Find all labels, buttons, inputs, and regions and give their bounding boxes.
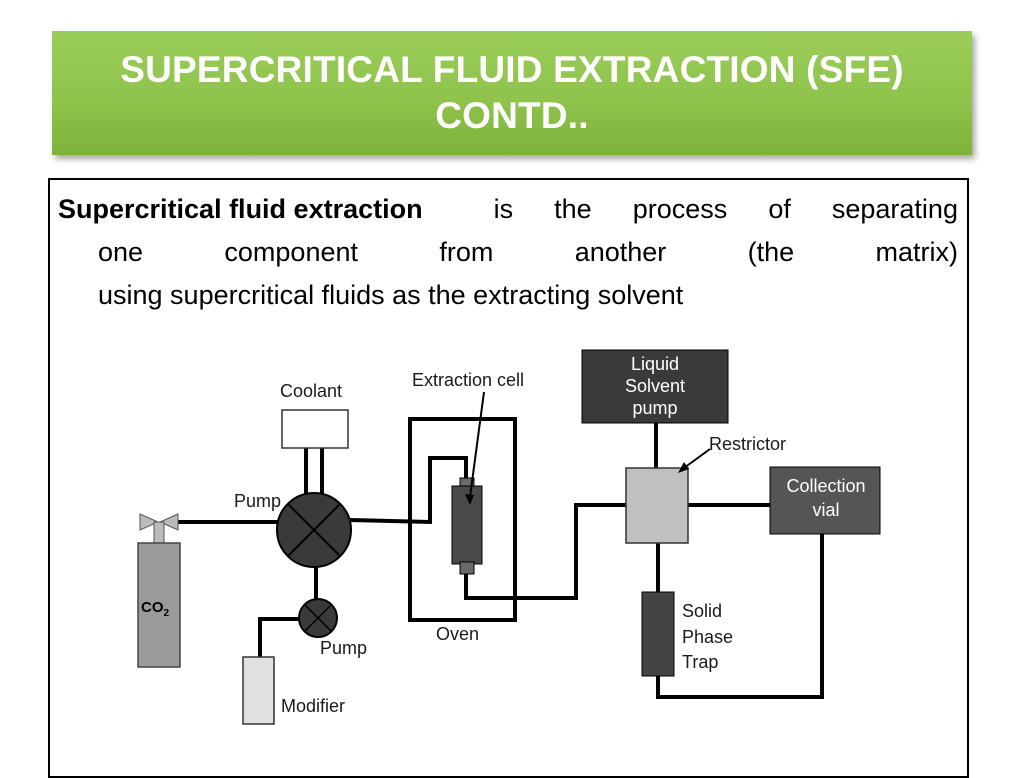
pipe-trap-to-collection (656, 532, 824, 699)
definition-word: one (98, 237, 144, 267)
definition-word: (the (747, 237, 795, 267)
restrictor-arrow (678, 448, 711, 473)
collection-label-line-1: Collection (786, 476, 865, 496)
definition-word: separating (831, 194, 958, 224)
definition-line-1: Supercritical fluid extraction is the pr… (58, 188, 958, 231)
trap-label-line-1: Solid (682, 601, 722, 621)
pipe-network (178, 421, 824, 699)
collection-label-line-2: vial (812, 500, 839, 520)
coolant-label: Coolant (280, 381, 342, 401)
coolant-box (281, 409, 349, 449)
liquid-pump-label-line-3: pump (632, 398, 677, 418)
liquid-pump-label-line-2: Solvent (625, 376, 685, 396)
co2-label: CO2 (141, 599, 170, 619)
modifier-label: Modifier (281, 696, 345, 716)
modifier-pump-label: Pump (320, 638, 367, 658)
definition-word: from (439, 237, 494, 267)
co2-label-subscript: 2 (164, 608, 170, 619)
pipe-modifier-pump-to-modifier (258, 617, 302, 658)
restrictor-label: Restrictor (709, 434, 786, 454)
definition-word: the (554, 194, 592, 224)
definition-word: of (768, 194, 791, 224)
trap-label-line-3: Trap (682, 652, 718, 672)
definition-word: process (632, 194, 728, 224)
solid-phase-trap-box (641, 591, 675, 677)
extraction-cell (451, 477, 483, 575)
pipe-pump-to-cell (347, 456, 468, 525)
definition-line-3: using supercritical fluids as the extrac… (98, 280, 684, 310)
definition-word: another (574, 237, 667, 267)
definition-word: component (224, 237, 358, 267)
page-title-line-2: CONTD.. (435, 95, 589, 136)
main-pump-label: Pump (234, 491, 281, 511)
modifier-pump (298, 598, 338, 638)
co2-label-base: CO (141, 599, 164, 616)
oven-enclosure (408, 417, 517, 622)
co2-cylinder (137, 513, 181, 668)
oven-label: Oven (436, 624, 479, 644)
trap-label-line-2: Phase (682, 627, 733, 647)
definition-term: Supercritical fluid extraction (58, 194, 423, 224)
pipe-cell-to-restrictor (464, 503, 628, 600)
collection-vial-box (769, 466, 881, 535)
title-banner: SUPERCRITICAL FLUID EXTRACTION (SFE) CON… (52, 31, 972, 155)
liquid-pump-label-line-1: Liquid (631, 354, 679, 374)
liquid-solvent-pump-box (581, 349, 729, 424)
extraction-cell-arrow (465, 391, 485, 505)
modifier-bottle (242, 656, 275, 725)
main-pump (276, 492, 352, 568)
definition-word: is (493, 194, 514, 224)
restrictor-box (625, 467, 689, 544)
content-box: Supercritical fluid extraction is the pr… (48, 178, 969, 778)
page-title-line-1: SUPERCRITICAL FLUID EXTRACTION (SFE) (120, 49, 904, 90)
extraction-cell-label: Extraction cell (412, 370, 524, 390)
definition-paragraph: Supercritical fluid extraction is the pr… (58, 188, 958, 317)
definition-line-2: one component from another (the matrix) (58, 231, 958, 274)
definition-word: matrix) (875, 237, 958, 267)
